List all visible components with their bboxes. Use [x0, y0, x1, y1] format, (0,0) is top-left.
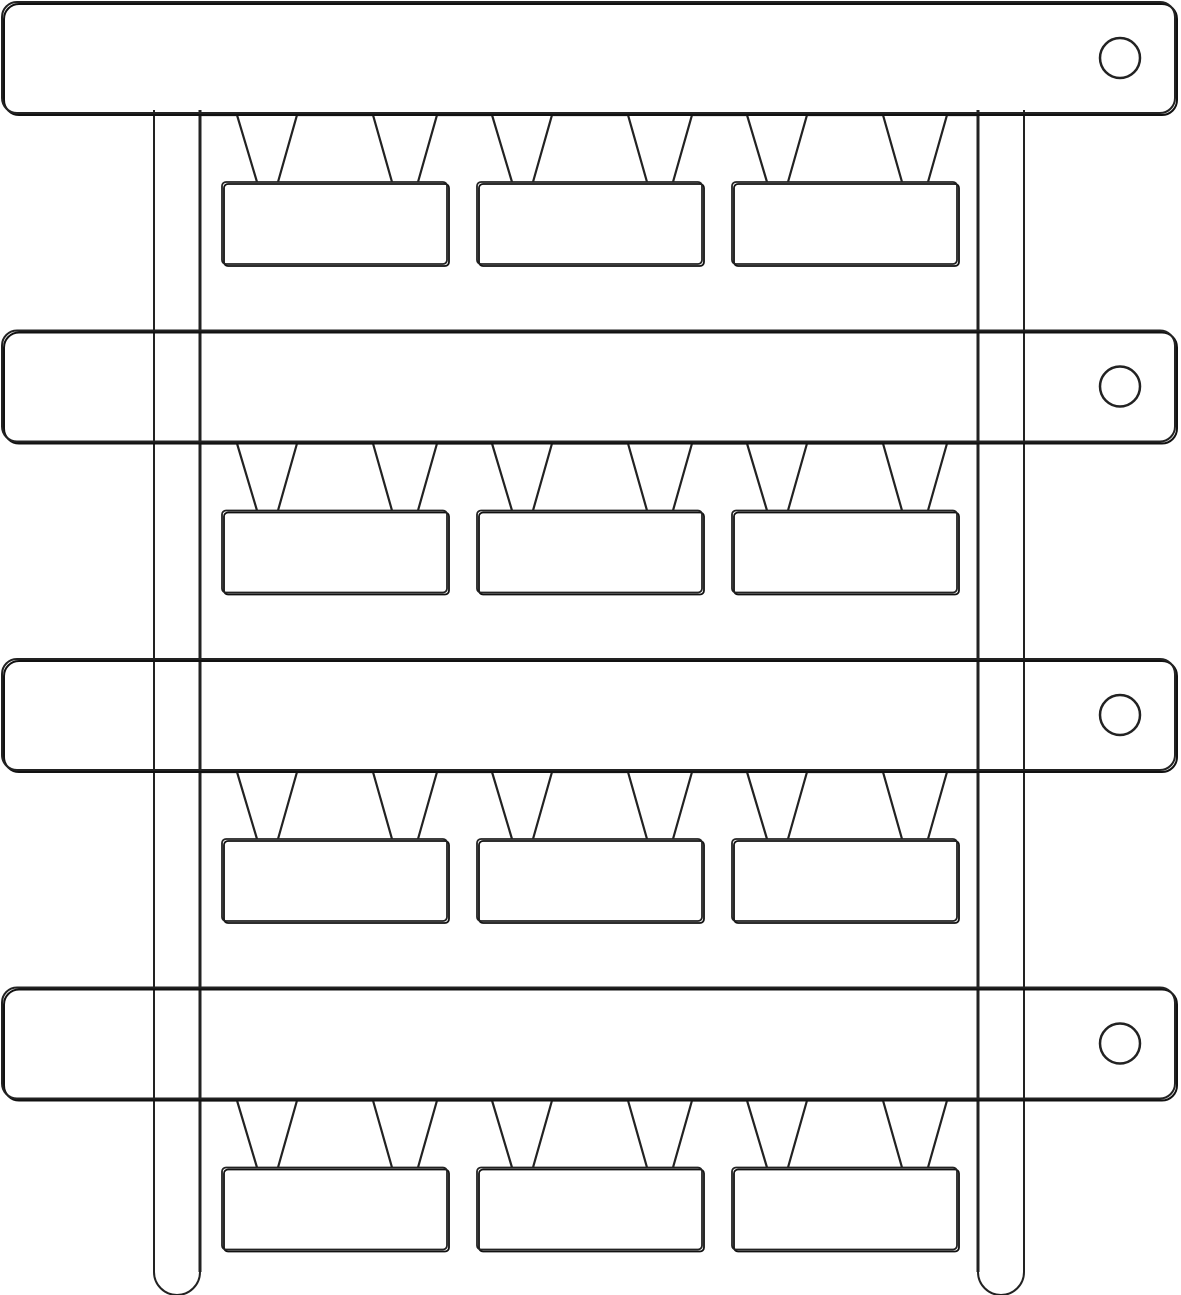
- label-plate: [221, 1166, 448, 1251]
- label-plate: [476, 509, 703, 594]
- hanging-hole: [1098, 36, 1142, 80]
- hanging-hole: [1098, 1022, 1142, 1065]
- hanging-hole: [1098, 693, 1142, 737]
- label-plate: [476, 1166, 703, 1251]
- label-tab-profile: [200, 113, 978, 183]
- label-plate: [731, 1166, 958, 1251]
- label-tab-profile: [200, 442, 978, 511]
- carrier-strip: [1, 329, 1176, 443]
- label-plate: [221, 838, 448, 922]
- label-plate: [731, 181, 958, 265]
- hanging-hole: [1098, 365, 1142, 408]
- left-rail: [153, 110, 201, 1295]
- right-rail: [977, 110, 1025, 1295]
- carrier-strip: [1, 986, 1176, 1100]
- carrier-strip: [1, 658, 1176, 771]
- label-tab-profile: [200, 1099, 978, 1168]
- label-plate: [476, 181, 703, 265]
- carrier-strip: [1, 1, 1176, 114]
- label-plate: [221, 181, 448, 265]
- label-tab-profile: [200, 770, 978, 840]
- label-plate: [221, 509, 448, 594]
- label-plate: [476, 838, 703, 922]
- label-plate: [731, 838, 958, 922]
- label-plate: [731, 509, 958, 594]
